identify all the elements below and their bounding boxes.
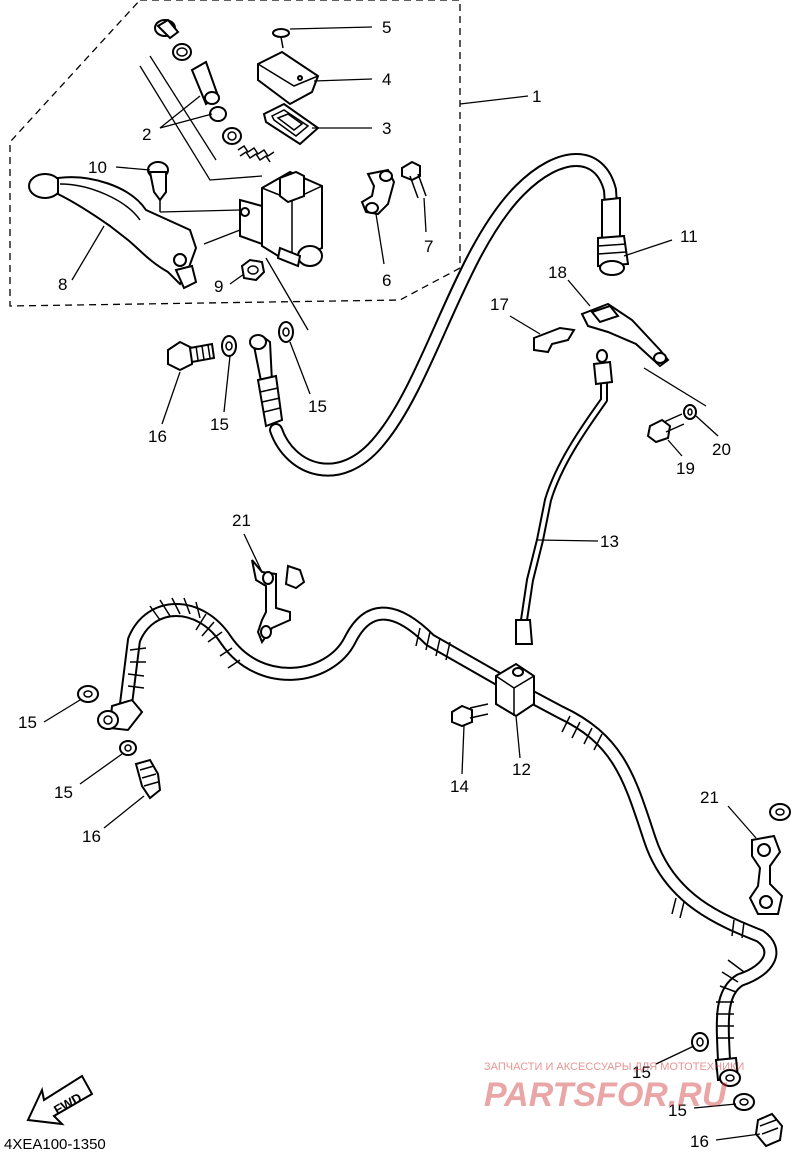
bolt-part-7 [401,160,427,199]
hose-guide-part-21-left [251,559,306,645]
callout-14: 14 [450,777,469,796]
callout-8: 8 [58,275,67,294]
callout-11: 11 [680,227,698,246]
forward-direction-arrow: FWD [26,1074,94,1126]
callout-15-e: 15 [632,1063,651,1082]
union-bolt-part-16-upper [167,340,216,372]
copper-washer-part-15-d [119,740,137,756]
callout-18: 18 [548,263,567,282]
callout-15-b: 15 [308,397,327,416]
copper-washer-part-15-e [691,1032,709,1052]
callout-5: 5 [382,18,391,37]
copper-washer-part-15-b [278,321,294,343]
callout-9: 9 [214,277,223,296]
callout-10: 10 [88,158,107,177]
callout-4: 4 [382,70,391,89]
watermark: ЗАПЧАСТИ И АКСЕССУАРЫ ДЛЯ МОТОТЕХНИКИ PA… [484,1061,744,1114]
copper-washer-part-15-c [77,685,99,703]
lower-brake-hose-assembly [97,597,778,1087]
screw-part-5 [272,28,290,49]
callout-21-right: 21 [700,788,719,807]
upper-brake-hose-part-1 [249,153,630,477]
callout-20: 20 [712,440,731,459]
watermark-tagline: ЗАПЧАСТИ И АКСЕССУАРЫ ДЛЯ МОТОТЕХНИКИ [484,1061,744,1073]
master-cylinder-body [239,170,323,268]
callout-15-d: 15 [54,783,73,802]
diagram-part-code: 4XEA100-1350 [4,1136,106,1153]
callout-3: 3 [382,119,391,138]
washer-part-20 [683,404,697,420]
piston-kit-part-2 [139,18,275,181]
bolt-part-14 [451,703,489,728]
callout-16-left: 16 [82,827,101,846]
callout-16-right: 16 [690,1132,709,1151]
union-bolt-part-16-right [754,1112,784,1148]
callout-12: 12 [512,760,531,779]
copper-washer-part-15-f [733,1093,755,1111]
callout-7: 7 [424,237,433,256]
bolt-part-19 [646,413,685,444]
pivot-bolt-part-10 [147,161,169,212]
three-way-joint-part-12 [495,662,535,718]
watermark-logo-text: PARTSFOR.RU [484,1076,728,1114]
callout-16-upper: 16 [148,427,167,446]
callout-6: 6 [382,271,391,290]
callout-19: 19 [676,459,695,478]
callout-21-left: 21 [232,511,251,530]
diaphragm-part-3 [262,102,320,146]
nut-part-9 [240,258,266,282]
hose-guide-part-21-right [748,803,791,915]
copper-washer-part-15-a [221,335,237,357]
bracket-part-18 [580,302,670,368]
master-cylinder-group [28,18,427,331]
callout-labels: 5 4 3 1 2 10 7 6 8 9 11 18 17 16 15 15 2… [18,18,731,1151]
union-bolt-part-16-left [134,758,162,800]
callout-15-f: 15 [668,1101,687,1120]
brake-lever-part-8 [28,173,198,290]
callout-2: 2 [142,125,151,144]
clamp-part-6 [360,168,396,216]
assembly-boundary [9,0,461,307]
callout-13: 13 [600,532,619,551]
callout-15-a: 15 [210,415,229,434]
reservoir-cap-part-4 [257,50,320,106]
callout-1: 1 [532,87,541,106]
cover-part-17 [533,326,576,354]
callout-15-c: 15 [18,713,37,732]
leader-lines [43,26,761,1141]
brake-pipe-part-13 [515,349,614,645]
callout-17: 17 [490,295,509,314]
